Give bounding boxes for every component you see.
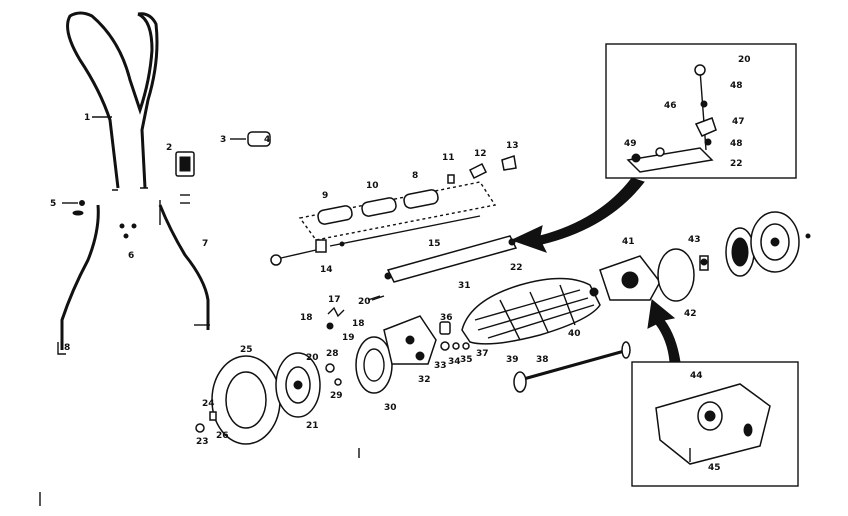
label-22: 22	[510, 263, 523, 273]
small-washers-left	[195, 363, 342, 433]
label-15: 15	[428, 239, 441, 249]
right-wheel-ring	[725, 227, 755, 277]
spring-17-19	[326, 295, 381, 330]
label-45: 45	[708, 463, 721, 473]
label-19: 19	[342, 333, 355, 343]
label-14: 14	[320, 265, 333, 275]
label-7: 7	[202, 239, 208, 249]
label-38: 38	[536, 355, 549, 365]
reel-assembly	[461, 277, 601, 345]
label-47: 47	[732, 117, 745, 127]
label-26: 26	[216, 431, 229, 441]
label-36: 36	[440, 313, 453, 323]
label-6: 6	[128, 251, 134, 261]
small-parts-33-37	[439, 321, 470, 351]
label-25: 25	[240, 345, 253, 355]
label-40: 40	[568, 329, 581, 339]
label-17: 17	[328, 295, 341, 305]
label-20c: 20	[738, 55, 751, 65]
label-20b: 20	[358, 297, 371, 307]
label-20: 20	[306, 353, 319, 363]
label-1: 1	[84, 113, 90, 123]
label-28: 28	[326, 349, 339, 359]
handle-bracket	[175, 151, 195, 177]
label-22b: 22	[730, 159, 743, 169]
label-43: 43	[688, 235, 701, 245]
left-tire	[211, 355, 281, 445]
label-9: 9	[322, 191, 328, 201]
label-21: 21	[306, 421, 319, 431]
inset-box-top	[605, 43, 797, 179]
label-5: 5	[50, 199, 56, 209]
cutter-bar	[371, 235, 518, 301]
label-10: 10	[366, 181, 379, 191]
side-plate-right	[599, 255, 661, 301]
drive-shaft-38	[513, 341, 631, 393]
grip-part	[230, 131, 271, 147]
label-39: 39	[506, 355, 519, 365]
label-48b: 48	[730, 139, 743, 149]
left-hubcap-31	[355, 336, 393, 394]
label-29: 29	[330, 391, 343, 401]
label-49: 49	[624, 139, 637, 149]
label-4: 4	[264, 135, 270, 145]
gear-43	[699, 255, 709, 271]
label-33: 33	[434, 361, 447, 371]
left-side-plate	[383, 315, 437, 365]
label-42: 42	[684, 309, 697, 319]
label-3: 3	[220, 135, 226, 145]
upper-handle	[66, 11, 159, 191]
label-37: 37	[476, 349, 489, 359]
right-wheel-tire	[750, 211, 811, 273]
label-8: 8	[64, 343, 70, 353]
arrow-to-side-plate	[647, 299, 681, 363]
label-13: 13	[506, 141, 519, 151]
lower-handle-left	[57, 204, 100, 355]
label-11: 11	[442, 153, 455, 163]
label-44: 44	[690, 371, 703, 381]
label-46: 46	[664, 101, 677, 111]
part-number-labels: 1 2 3 4 5 6 7 8 9 10 8 11 12 13 14 15 17…	[50, 55, 751, 473]
label-30: 30	[384, 403, 397, 413]
label-8b: 8	[412, 171, 418, 181]
roller-box	[298, 181, 497, 247]
label-31: 31	[458, 281, 471, 291]
inset-box-bottom	[631, 361, 799, 487]
label-18: 18	[300, 313, 313, 323]
label-41: 41	[622, 237, 635, 247]
lower-handle-right	[158, 200, 210, 330]
label-18b: 18	[352, 319, 365, 329]
small-bolts-left	[62, 194, 210, 326]
label-24: 24	[202, 399, 215, 409]
label-23: 23	[196, 437, 209, 447]
label-48: 48	[730, 81, 743, 91]
label-34: 34	[448, 357, 461, 367]
label-32: 32	[418, 375, 431, 385]
axle-pins	[270, 155, 517, 266]
hub-cap-42	[657, 248, 695, 302]
arrow-to-cutter-bar	[510, 177, 645, 253]
label-12: 12	[474, 149, 487, 159]
left-wheel-hub	[275, 352, 321, 418]
label-35: 35	[460, 355, 473, 365]
label-2: 2	[166, 143, 172, 153]
